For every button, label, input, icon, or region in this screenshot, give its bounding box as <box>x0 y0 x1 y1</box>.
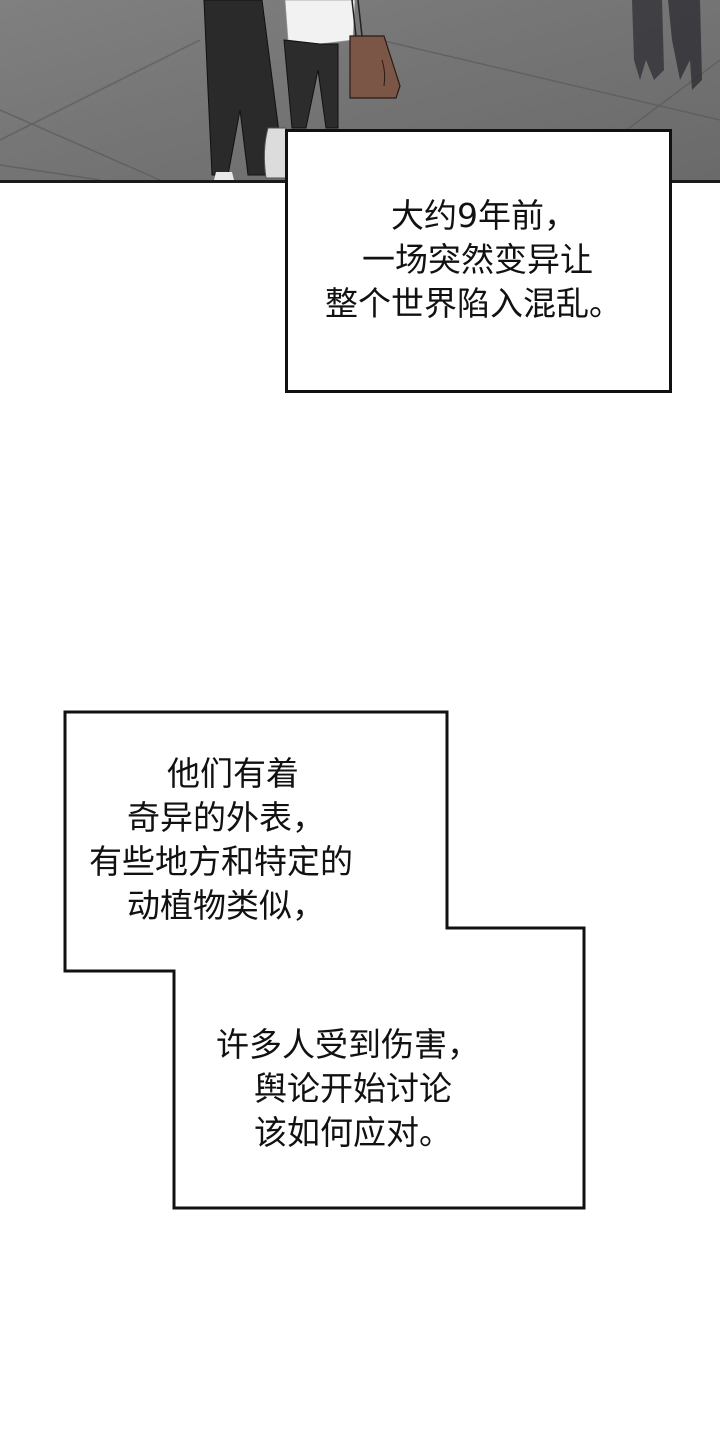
caption-2-line-2: 奇异的外表， <box>127 798 325 837</box>
figure-man-legs <box>203 0 281 180</box>
caption-2-line-3: 有些地方和特定的 <box>89 842 353 881</box>
shopping-bag <box>349 0 401 99</box>
caption-box-3: 许多人受到伤害， 舆论开始讨论 该如何应对。 <box>174 971 584 1208</box>
figure-woman <box>263 0 356 179</box>
caption-1-line-2: 一场突然变异让 <box>362 240 593 279</box>
caption-2-line-4: 动植物类似， <box>127 886 325 925</box>
caption-3-line-3: 该如何应对。 <box>254 1113 452 1152</box>
background-figure <box>632 0 702 90</box>
caption-box-1: 大约9年前， 一场突然变异让 整个世界陷入混乱。 <box>285 129 672 393</box>
caption-2-line-1: 他们有着 <box>167 754 299 793</box>
caption-1-line-3: 整个世界陷入混乱。 <box>325 284 622 323</box>
caption-box-2: 他们有着 奇异的外表， 有些地方和特定的 动植物类似， <box>65 712 447 971</box>
caption-3-line-2: 舆论开始讨论 <box>254 1069 452 1108</box>
caption-1-line-1: 大约9年前， <box>391 196 577 235</box>
caption-3-line-1: 许多人受到伤害， <box>216 1025 480 1064</box>
